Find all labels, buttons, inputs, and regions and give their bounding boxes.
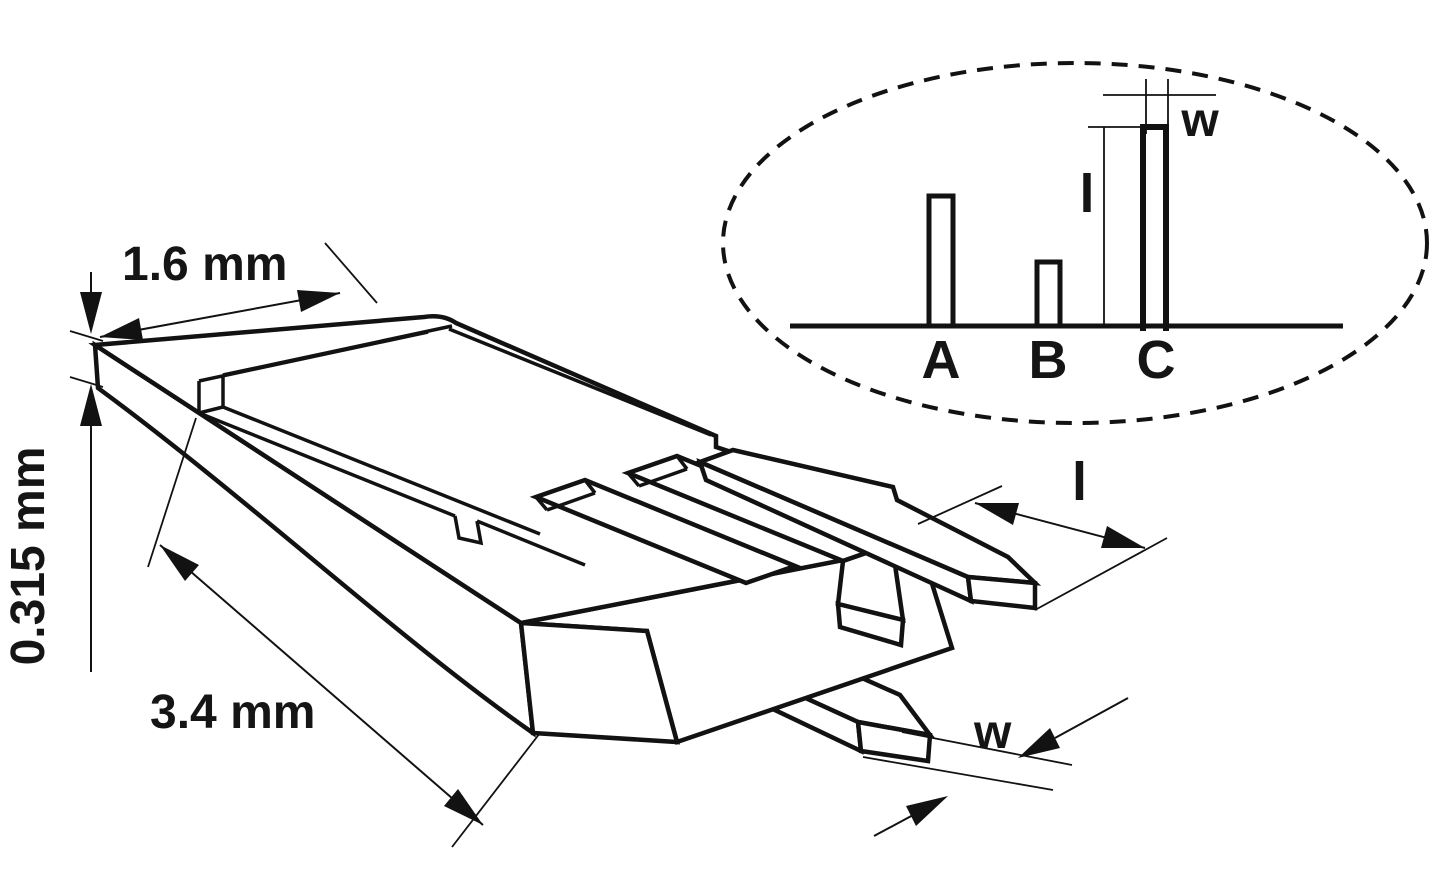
- plateau-step: [197, 324, 712, 567]
- dimension-thickness: 0.315 mm: [2, 272, 104, 672]
- length-dimension-label: 3.4 mm: [150, 686, 315, 739]
- dimension-width: 1.6 mm: [99, 238, 378, 340]
- lead-1: [693, 447, 1042, 611]
- body-near-face: [92, 340, 536, 738]
- lead-length-label: l: [1072, 452, 1087, 512]
- body-front-chamfer: [518, 620, 680, 745]
- dimension-lead-length: l: [917, 452, 1168, 611]
- inset-boundary-ellipse: [721, 61, 1429, 425]
- dimension-lead-width: w: [862, 697, 1129, 837]
- thickness-dimension-label: 0.315 mm: [2, 447, 55, 666]
- dimension-length: 3.4 mm: [147, 417, 541, 848]
- width-dimension-label: 1.6 mm: [122, 238, 287, 291]
- inset-peak-label-c: C: [1137, 330, 1176, 390]
- inset-peak-label-b: B: [1029, 330, 1068, 390]
- inset-profile: [790, 79, 1343, 331]
- inset-peak-label-a: A: [922, 330, 961, 390]
- inset-detail: A B C l w: [721, 61, 1429, 425]
- lead-width-label: w: [973, 706, 1012, 759]
- inset-width-label: w: [1180, 94, 1219, 147]
- inset-length-label: l: [1079, 164, 1094, 224]
- lead-slot-front: [529, 477, 802, 586]
